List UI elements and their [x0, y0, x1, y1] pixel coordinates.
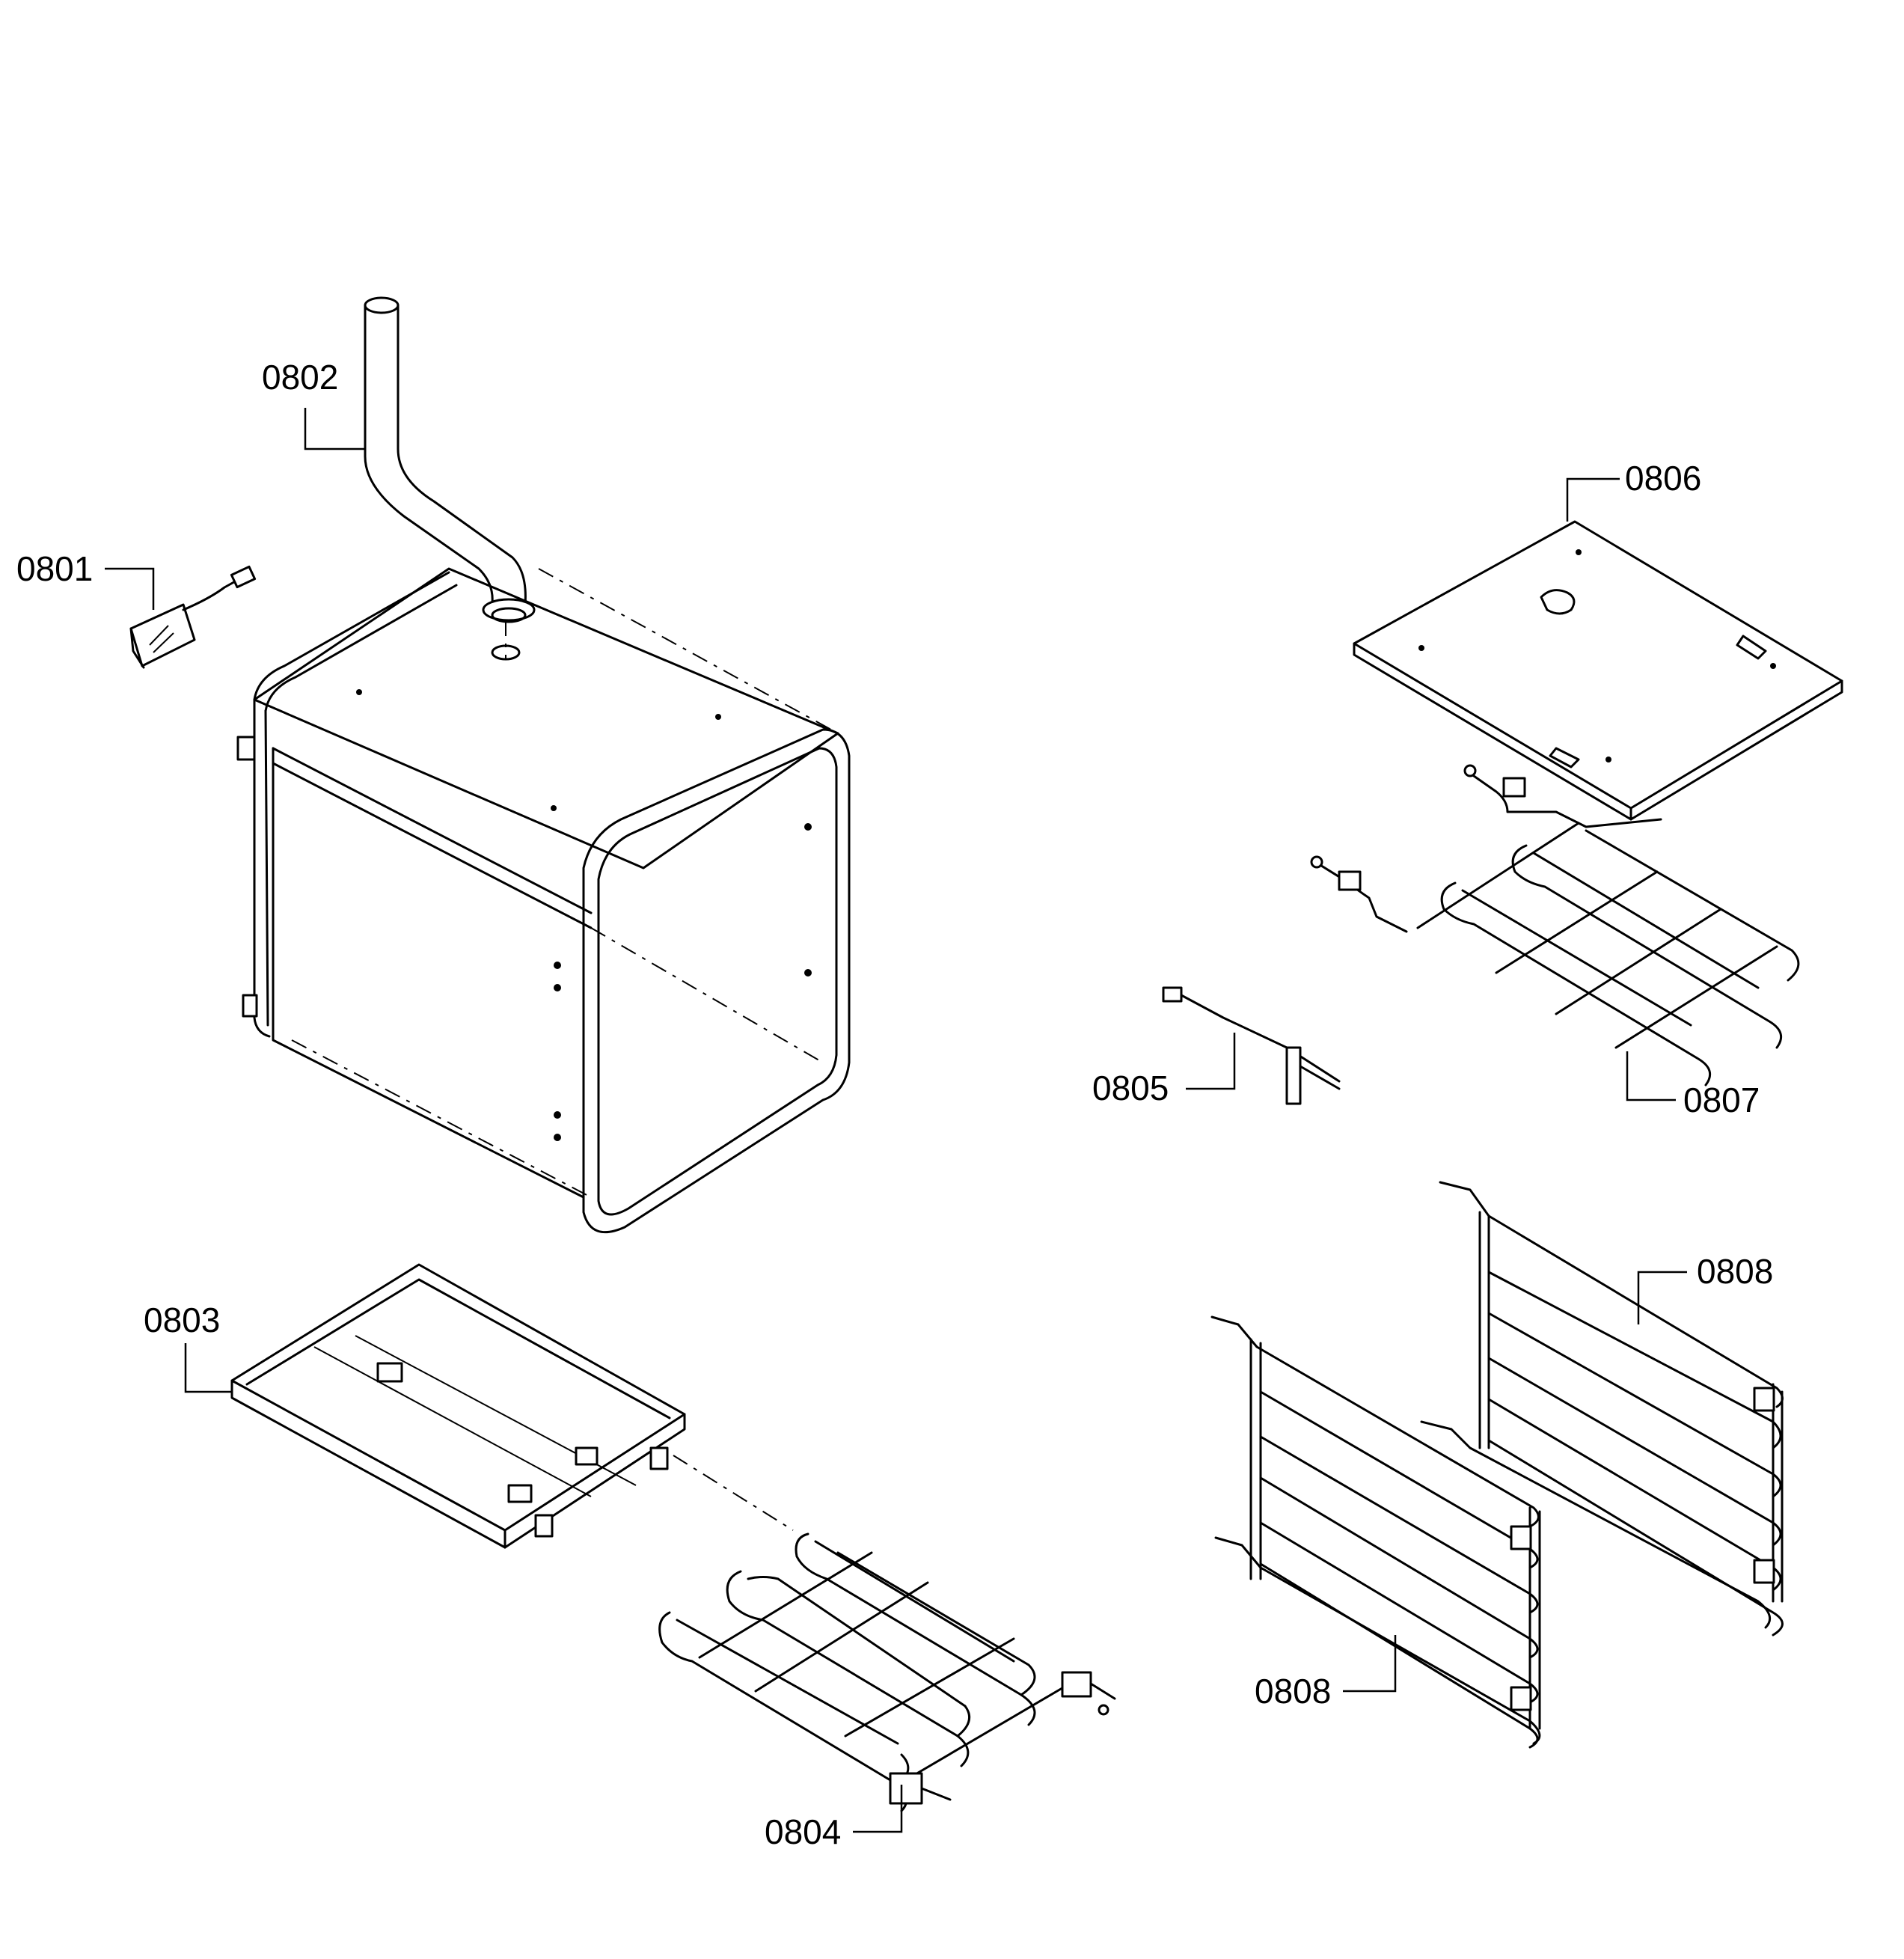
callout-0808-lower: 0808 — [1255, 1672, 1331, 1711]
leader-0808-upper — [1637, 1271, 1687, 1324]
callout-0802: 0802 — [262, 358, 338, 397]
leader-0804 — [853, 1785, 903, 1833]
exhaust-pipe — [364, 296, 536, 661]
callout-0804: 0804 — [765, 1812, 841, 1851]
top-cover-plate — [1353, 520, 1843, 821]
side-rack-upper — [1420, 1181, 1784, 1636]
temperature-sensor — [1162, 986, 1341, 1105]
bottom-heating-element — [658, 1532, 1116, 1812]
leader-lines — [105, 408, 1687, 1833]
side-rack-lower — [1210, 1315, 1541, 1749]
leader-0801 — [105, 567, 155, 610]
callout-0807: 0807 — [1683, 1081, 1760, 1119]
leader-0806 — [1566, 477, 1620, 522]
leader-0805 — [1186, 1033, 1236, 1090]
leader-0803 — [184, 1343, 232, 1393]
lamp-switch — [129, 565, 257, 669]
top-heating-element — [1310, 764, 1800, 1087]
callout-0806: 0806 — [1625, 459, 1701, 498]
callout-0805: 0805 — [1092, 1069, 1169, 1107]
callout-0801: 0801 — [16, 549, 93, 588]
callout-0808-upper: 0808 — [1697, 1252, 1773, 1291]
bottom-tray — [230, 1263, 794, 1549]
leader-0808-lower — [1343, 1635, 1397, 1693]
callout-0803: 0803 — [144, 1301, 220, 1339]
leader-0802 — [304, 408, 365, 450]
oven-cavity — [236, 567, 851, 1234]
leader-0807 — [1626, 1051, 1676, 1101]
